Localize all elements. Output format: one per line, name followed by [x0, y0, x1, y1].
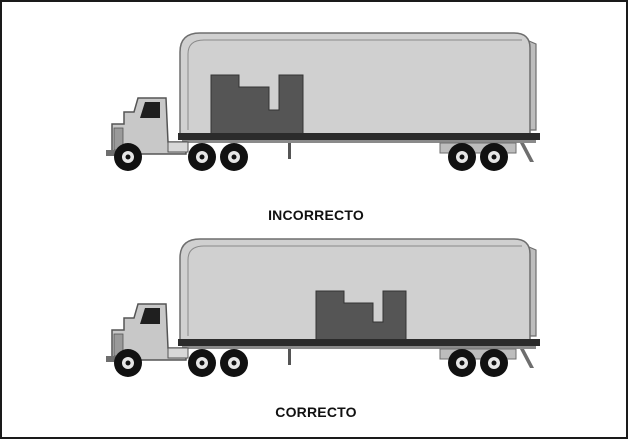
- trailer-wheel-2: [480, 143, 508, 171]
- fuel-tank: [167, 347, 189, 359]
- rear-bumper: [520, 143, 534, 162]
- cargo-block: [210, 74, 304, 135]
- drive-wheel-1: [188, 143, 216, 171]
- front-wheel: [114, 143, 142, 171]
- trailer-body: [179, 238, 531, 341]
- cab-bumper: [106, 356, 118, 362]
- trailer-wheel-1: [448, 349, 476, 377]
- front-wheel: [114, 349, 142, 377]
- drive-wheel-2: [220, 349, 248, 377]
- trailer-roof-line: [187, 245, 522, 336]
- rear-bumper: [520, 349, 534, 368]
- caption-correct: CORRECTO: [275, 404, 357, 420]
- rear-axle-block: [439, 142, 517, 154]
- cab-bumper: [106, 150, 118, 156]
- truck-correct-drawing: [106, 238, 540, 377]
- drive-wheel-2: [220, 143, 248, 171]
- rear-axle-block: [439, 348, 517, 360]
- cab-window: [140, 308, 160, 324]
- trailer-roof-line: [187, 39, 522, 130]
- cab-window: [140, 102, 160, 118]
- truck-correct: [102, 236, 542, 378]
- caption-incorrect: INCORRECTO: [268, 207, 364, 223]
- trailer-deck: [178, 339, 540, 346]
- fuel-tank: [167, 141, 189, 153]
- trailer-wheel-1: [448, 143, 476, 171]
- cargo-block: [315, 290, 407, 341]
- drive-wheel-1: [188, 349, 216, 377]
- truck-incorrect: [102, 30, 542, 172]
- trailer-deck-lower: [182, 346, 536, 349]
- landing-gear: [288, 143, 291, 159]
- trailer-deck: [178, 133, 540, 140]
- trailer-wheel-2: [480, 349, 508, 377]
- trailer-deck-lower: [182, 140, 536, 143]
- landing-gear: [288, 349, 291, 365]
- truck-incorrect-drawing: [106, 32, 540, 171]
